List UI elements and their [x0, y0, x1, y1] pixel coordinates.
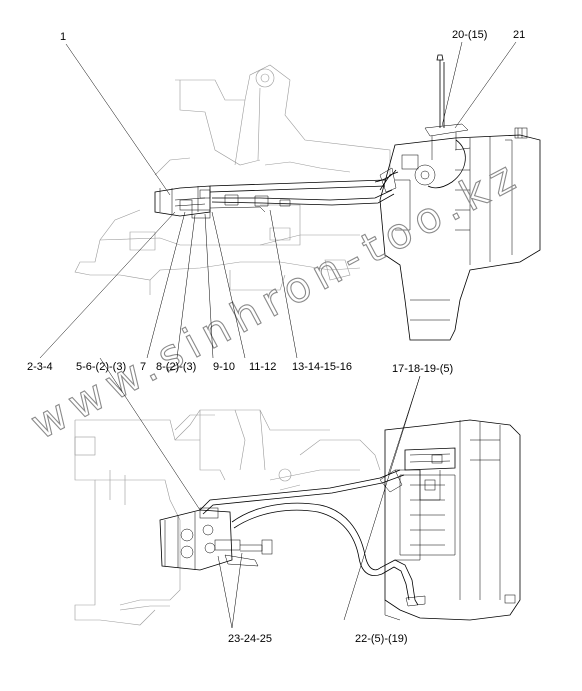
- callout-labels: 1 20-(15) 21 2-3-4 5-6-(2)-(3) 7 8-(2)-(…: [27, 29, 525, 645]
- callout-22: 22-(5)-(19): [355, 633, 408, 645]
- callout-20: 20-(15): [452, 29, 487, 41]
- callout-11-12: 11-12: [249, 361, 276, 373]
- callout-13-16: 13-14-15-16: [292, 361, 352, 373]
- callout-1: 1: [60, 31, 66, 43]
- callout-17-19: 17-18-19-(5): [392, 363, 453, 375]
- callout-7: 7: [140, 361, 146, 373]
- callout-23-25: 23-24-25: [228, 633, 272, 645]
- top-assembly-view: [74, 54, 541, 341]
- watermark: www.sinhron-too.kz: [22, 152, 523, 450]
- callout-5-6: 5-6-(2)-(3): [76, 361, 126, 373]
- bottom-assembly-view: [74, 409, 521, 626]
- callout-21: 21: [513, 29, 525, 41]
- callout-2-3-4: 2-3-4: [27, 361, 53, 373]
- watermark-text: www.sinhron-too.kz: [23, 152, 523, 449]
- leader-lines: [39, 41, 517, 629]
- callout-9-10: 9-10: [213, 361, 235, 373]
- callout-8: 8-(2)-(3): [156, 361, 196, 373]
